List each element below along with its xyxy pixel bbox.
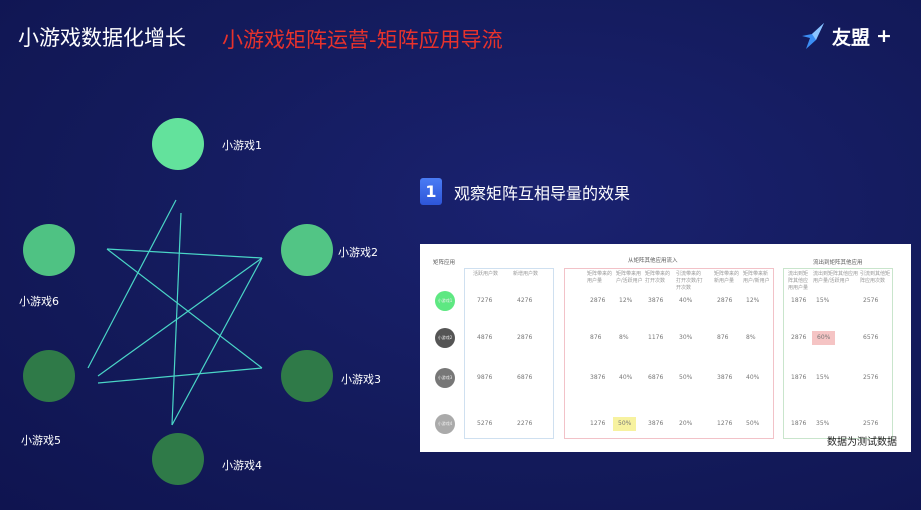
node-label: 小游戏4 <box>222 459 262 472</box>
connection-line <box>106 248 263 259</box>
connection-line <box>87 199 177 369</box>
logo-text: 友盟 <box>832 26 871 49</box>
app-column-header: 矩阵应用 <box>433 260 456 266</box>
column-header: 流出到矩阵其他应用用户量 <box>788 271 809 291</box>
table-cell: 8% <box>746 334 756 341</box>
table-cell: 2576 <box>863 420 879 427</box>
app-icon: 小游戏2 <box>435 328 455 348</box>
table-cell: 8% <box>619 334 629 341</box>
table-cell: 50% <box>613 417 637 431</box>
node-game-4 <box>152 433 204 485</box>
page-subtitle: 小游戏矩阵运营-矩阵应用导流 <box>222 28 503 52</box>
node-game-1 <box>152 118 204 170</box>
connection-line <box>106 248 263 369</box>
table-cell: 3876 <box>717 374 733 381</box>
table-cell: 2876 <box>590 297 606 304</box>
table-cell: 4276 <box>517 297 533 304</box>
column-header: 矩阵带来用户/活跃用户 <box>616 271 643 284</box>
table-cell: 50% <box>746 420 760 427</box>
connection-line <box>171 257 263 426</box>
table-cell: 30% <box>679 334 693 341</box>
column-header: 引流带来的打开次数/打开次数 <box>676 271 703 291</box>
table-cell: 7276 <box>477 297 493 304</box>
column-header: 活跃用户数 <box>473 271 499 277</box>
inflow-group-header: 从矩阵其他应用流入 <box>628 258 678 264</box>
table-cell: 3876 <box>648 420 664 427</box>
column-header: 矩阵带来的打开次数 <box>645 271 671 284</box>
table-cell: 1876 <box>791 297 807 304</box>
column-header: 矩阵带来的新用户量 <box>714 271 740 284</box>
table-cell: 876 <box>590 334 602 341</box>
umeng-logo: 友盟 + <box>800 22 892 50</box>
table-cell: 20% <box>679 420 693 427</box>
table-cell: 40% <box>746 374 760 381</box>
node-game-5 <box>23 350 75 402</box>
node-label: 小游戏3 <box>341 373 381 386</box>
outflow-group-box <box>783 268 893 439</box>
table-cell: 1176 <box>648 334 664 341</box>
node-game-6 <box>23 224 75 276</box>
table-cell: 15% <box>816 374 830 381</box>
node-label: 小游戏1 <box>222 139 262 152</box>
app-icon: 小游戏4 <box>435 414 455 434</box>
table-cell: 1276 <box>717 420 733 427</box>
table-cell: 60% <box>812 331 836 345</box>
bird-icon <box>802 23 824 49</box>
table-cell: 6876 <box>517 374 533 381</box>
column-header: 矩阵带来的用户量 <box>587 271 613 284</box>
table-cell: 3876 <box>590 374 606 381</box>
app-icon: 小游戏3 <box>435 368 455 388</box>
step-number: 1 <box>420 178 442 205</box>
table-cell: 4876 <box>477 334 493 341</box>
table-cell: 6576 <box>863 334 879 341</box>
column-header: 引流到其他矩阵应用次数 <box>860 271 891 284</box>
table-cell: 6876 <box>648 374 664 381</box>
inflow-group-box <box>564 268 774 439</box>
page-title: 小游戏数据化增长 <box>18 26 186 50</box>
table-cell: 2876 <box>791 334 807 341</box>
table-cell: 2576 <box>863 297 879 304</box>
table-cell: 50% <box>679 374 693 381</box>
outflow-group-header: 流出到矩阵其他应用 <box>813 260 863 266</box>
table-cell: 1876 <box>791 374 807 381</box>
table-cell: 876 <box>717 334 729 341</box>
app-icon: 小游戏1 <box>435 291 455 311</box>
node-game-3 <box>281 350 333 402</box>
table-cell: 9876 <box>477 374 493 381</box>
logo-plus: + <box>876 25 892 47</box>
step-text: 观察矩阵互相导量的效果 <box>454 183 631 203</box>
table-cell: 15% <box>816 297 830 304</box>
column-header: 矩阵带来新用户/新用户 <box>743 271 770 284</box>
table-cell: 12% <box>746 297 760 304</box>
node-label: 小游戏5 <box>21 434 61 447</box>
column-header: 新增用户数 <box>513 271 539 277</box>
table-cell: 1276 <box>590 420 606 427</box>
connection-line <box>97 367 263 384</box>
table-cell: 1876 <box>791 420 807 427</box>
node-label: 小游戏2 <box>338 246 378 259</box>
connection-line <box>97 257 263 377</box>
table-cell: 40% <box>619 374 633 381</box>
table-cell: 12% <box>619 297 633 304</box>
table-cell: 40% <box>679 297 693 304</box>
node-label: 小游戏6 <box>19 295 59 308</box>
table-cell: 2276 <box>517 420 533 427</box>
table-cell: 5276 <box>477 420 493 427</box>
table-cell: 3876 <box>648 297 664 304</box>
node-game-2 <box>281 224 333 276</box>
step-heading: 1 观察矩阵互相导量的效果 <box>420 178 630 205</box>
data-table-panel: 矩阵应用 从矩阵其他应用流入 流出到矩阵其他应用 活跃用户数 新增用户数 矩阵带来的… <box>420 244 911 452</box>
table-cell: 2876 <box>717 297 733 304</box>
connection-lines <box>87 199 263 426</box>
column-header: 流出到矩阵其他应用用户量/活跃用户 <box>813 271 859 284</box>
table-cell: 2576 <box>863 374 879 381</box>
table-cell: 35% <box>816 420 830 427</box>
base-group-box <box>464 268 554 439</box>
table-cell: 2876 <box>517 334 533 341</box>
test-data-note: 数据为测试数据 <box>827 437 897 448</box>
